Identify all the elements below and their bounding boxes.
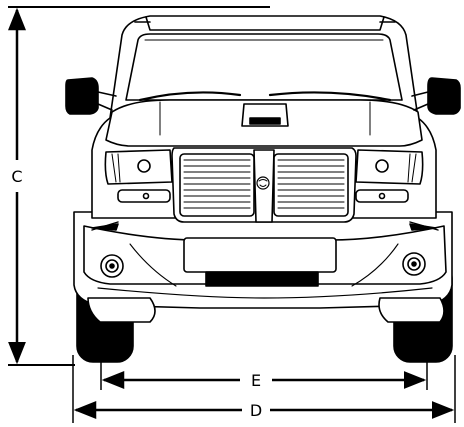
dimension-d-label: D [250,401,262,420]
hood-scoop-vent [249,117,281,125]
windshield [125,33,403,101]
vehicle-front-view [65,15,461,363]
roof-rails [145,16,385,31]
license-plate-recess [183,237,337,273]
ram-logo-icon [256,176,270,190]
bumper-right-contour [351,243,399,287]
wheel-arch-right [378,297,445,323]
left-fog-lamp [100,254,124,278]
dimension-e: E [100,360,428,390]
bumper-left-contour [129,243,177,287]
dimension-c: C [7,6,270,366]
left-headlamp [104,149,173,203]
wheel-arch-left [87,297,156,323]
bumper-left-indicator [91,223,119,231]
grille [171,147,357,223]
right-mirror-arm [411,91,429,111]
left-mirror [65,77,99,115]
lower-air-intake [205,271,319,287]
right-headlamp [355,149,424,203]
wiper-left [138,91,242,102]
bumper-right-indicator [409,223,437,231]
dimension-c-label: C [11,167,22,186]
dimension-e-label: E [251,371,261,390]
wiper-right [268,91,392,102]
lower-valance [97,287,433,299]
dimension-d: D [72,355,456,423]
left-mirror-arm [97,91,117,111]
right-fog-lamp [402,252,426,276]
right-mirror [427,77,461,115]
